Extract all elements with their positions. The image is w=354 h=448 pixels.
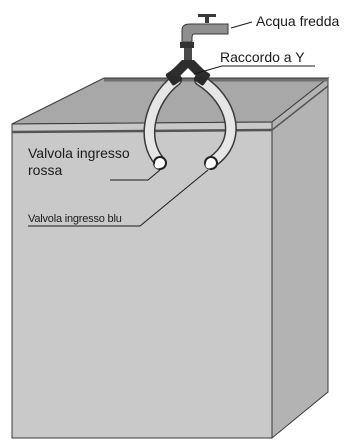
red-valve-leader [110, 169, 161, 181]
y-fitting-leader [193, 65, 315, 75]
cabinet-side [271, 76, 329, 440]
cold-water-label: Acqua fredda [256, 13, 339, 29]
cold-water-leader [230, 21, 253, 29]
blue-valve-label: Valvola ingresso blu [28, 213, 122, 225]
tap-outlet [180, 42, 194, 48]
tap-stem [205, 16, 209, 23]
inlet-hoses [143, 68, 237, 168]
tap-body [181, 23, 229, 43]
cabinet-side-panel-line [271, 85, 329, 131]
appliance-cabinet [11, 76, 330, 440]
tap-handle [198, 14, 216, 17]
y-fitting-label: Raccordo a Y [220, 49, 305, 65]
red-valve-label-line1: Valvola ingresso [28, 145, 130, 161]
blue-inlet-valve [204, 156, 218, 170]
red-valve-label-line2: rossa [28, 162, 62, 178]
cold-water-tap [180, 14, 229, 48]
blue-valve-leader [28, 169, 209, 227]
y-fitting [170, 48, 206, 78]
y-fitting-body [170, 60, 206, 78]
red-inlet-valve [153, 156, 167, 170]
